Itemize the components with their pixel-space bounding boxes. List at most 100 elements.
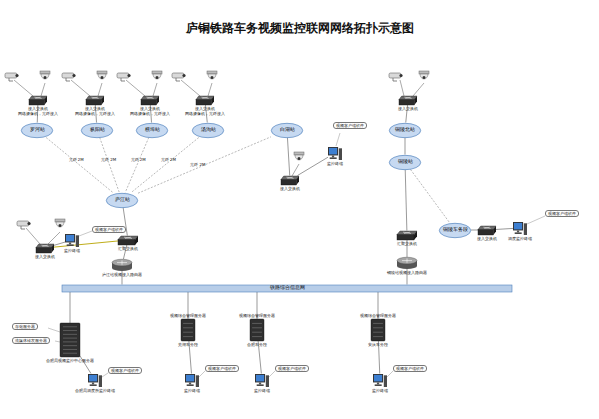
link-label: 光纤 2M [131,158,146,162]
camera-group [389,71,429,96]
caption-group: 视频综合管理服务器 [170,313,206,318]
caption-group: 铜陵站视频接入路由器 [387,270,427,275]
network-switch-outline [36,244,54,253]
network-link [54,241,118,247]
network-switch-outline [141,96,159,105]
network-bus: 铁路综合信息网 [62,285,512,292]
node-caption: 网络摄像机，光纤接入 [185,111,225,116]
caption-group: 安庆车务段 [368,342,388,347]
network-switch: 接入交换机网络摄像机，光纤接入 [86,96,104,105]
node-label: 铁路综合信息网 [270,286,305,291]
callout-note: 视频客户端软件 [393,365,427,372]
workstation-pc: 调度监控终端 [513,222,527,235]
network-link [496,228,513,229]
dome-camera [294,152,304,160]
node-text-area: 铜陵站 [389,155,421,170]
dome-camera [207,71,217,79]
node-text-area: 横埠站 [136,123,168,138]
server-tower-outline [181,319,195,341]
node-caption: 接入交换机 [18,106,58,111]
caption-group: 合肥车务段 [247,342,267,347]
leader-line [79,231,92,236]
camera-group [17,219,65,244]
node-caption: 网络摄像机，光纤接入 [18,111,58,116]
camera-group [5,71,50,96]
callout-note: 视频客户端软件 [333,122,367,129]
network-switch: 接入交换机网络摄像机，光纤接入 [196,96,214,105]
workstation-pc: 监控终端 [65,234,79,247]
workstation-pc-outline [88,374,102,387]
router-icon: 庐江站视频接入路由器 [112,259,132,271]
caption-group: 监控终端 [184,388,200,393]
caption-group: 接入交换机 [280,186,300,191]
node-label: 铜陵站 [398,160,413,165]
caption-group: 调度监控终端 [508,236,532,241]
leader-lines [48,133,545,377]
caption-group: 接入交换机 [398,106,418,111]
workstation-pc-outline [185,374,199,387]
node-caption: 接入交换机 [398,106,418,111]
network-switch-outline [478,226,496,235]
network-switch-outline [29,96,47,105]
server-tower: 视频综合管理服务器合肥车务段 [250,319,264,341]
network-link [411,170,450,223]
callout-note: 视频客户端软件 [545,210,579,217]
server-tower: 视频综合管理服务器安庆车务段 [371,319,385,341]
camera-wire [48,232,60,244]
node-caption: 接入交换机 [35,254,55,259]
node-caption: 接入交换机 [477,236,497,241]
network-switch: 接入交换机网络摄像机，光纤接入 [141,96,159,105]
camera-wire [208,83,212,96]
diagram-title: 庐铜铁路车务视频监控联网网络拓扑示意图 [0,20,599,37]
network-switch-outline [399,96,417,105]
caption-group: 合肥局调度所监控终端 [75,388,115,393]
caption-group: 接入交换机 [35,254,55,259]
node-text-area: 罗河站 [21,123,53,138]
node-caption: 接入交换机 [280,186,300,191]
server-tower: 视频综合管理服务器芜湖车务段 [181,319,195,341]
network-switch: 接入交换机网络摄像机，光纤接入 [29,96,47,105]
node-label: 横埠站 [145,128,160,133]
workstation-pc: 监控终端 [255,374,269,387]
caption-group: 汇聚交换机 [118,246,138,251]
leader-line [336,133,340,146]
network-link [125,138,149,193]
camera-wire [71,80,90,96]
camera-wire [413,83,424,96]
network-switch: 接入交换机 [478,226,496,235]
server-tower-outline [250,319,264,341]
network-link [70,292,71,324]
server-rack: 合肥局视频监控中心服务器 [60,323,80,357]
leader-line [269,371,275,377]
network-link [287,138,289,176]
dome-camera [97,71,107,79]
network-link [131,138,199,193]
bullet-camera [17,221,31,229]
caption-group: 接入交换机网络摄像机，光纤接入 [130,106,170,116]
node-text-area: 铁路综合信息网 [62,285,512,292]
node-caption: 监控终端 [64,248,80,253]
network-switch-outline [281,176,299,185]
router-icon: 铜陵站视频接入路由器 [397,257,417,269]
station-ellipse: 铜陵车务段 [439,223,471,238]
node-caption: 汇聚交换机 [397,241,417,246]
workstation-pc-outline [513,222,527,235]
node-caption: 网络摄像机，光纤接入 [75,111,115,116]
network-link [471,230,478,231]
link-label: 光纤 2M [69,158,84,162]
router-icon-outline [397,257,417,269]
bullet-camera [62,73,76,81]
workstation-pc: 合肥局调度所监控终端 [88,374,102,387]
network-link [100,138,120,193]
camera-wire [98,83,102,96]
node-caption: 合肥车务段 [247,342,267,347]
caption-group: 接入交换机网络摄像机，光纤接入 [75,106,115,116]
node-caption: 庐江站视频接入路由器 [102,272,142,277]
callout-note: 流媒体转发服务器 [12,337,50,344]
node-text-area: 白湖站 [271,123,303,138]
router-icon-outline [112,259,132,271]
node-text-area: 铜陵车务段 [439,223,471,238]
leader-line [102,373,108,377]
leader-line [55,341,60,342]
